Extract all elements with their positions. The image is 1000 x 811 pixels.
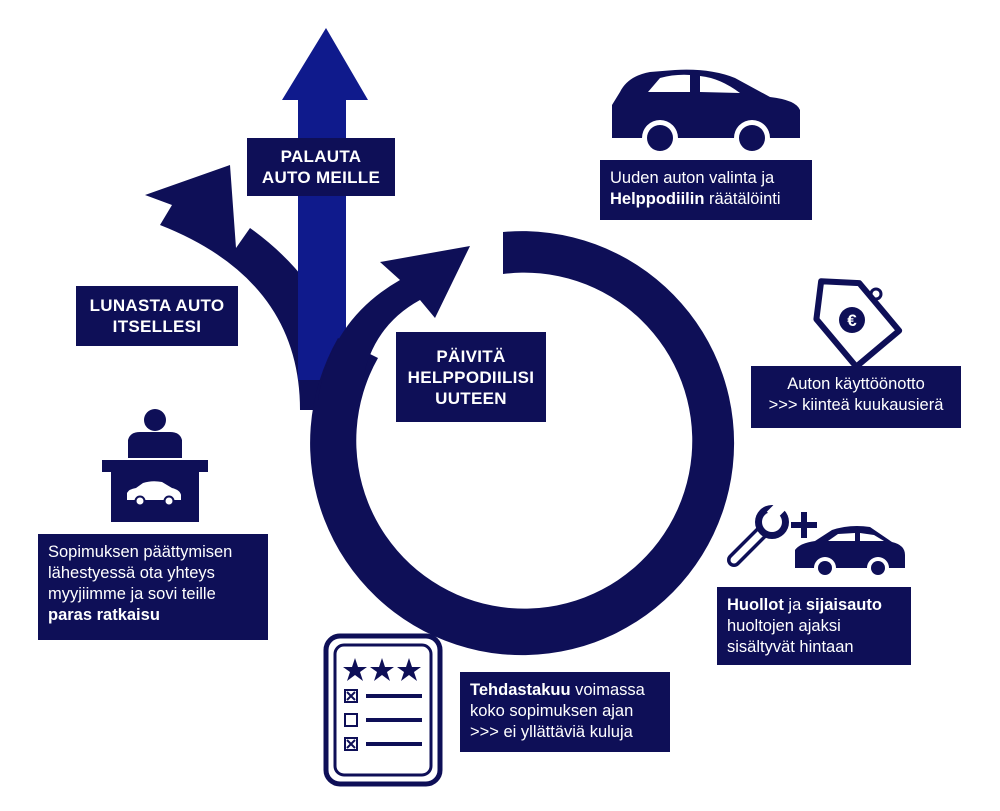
new-car-line2-rest: räätälöinti xyxy=(704,190,781,208)
service-line2: huoltojen ajaksi xyxy=(727,617,841,635)
plus-icon xyxy=(791,512,817,538)
contract-end-info: Sopimuksen päättymisen lähestyessä ota y… xyxy=(38,534,268,640)
service-bold1: Huollot xyxy=(727,596,784,614)
return-car-line1: PALAUTA xyxy=(280,147,362,166)
service-line1: Huollot ja sijaisauto xyxy=(727,595,901,616)
deployment-info: Auton käyttöönotto >>> kiinteä kuukausie… xyxy=(751,366,961,428)
up-arrow xyxy=(282,28,368,380)
service-bold2: sijaisauto xyxy=(805,596,882,614)
warranty-info: Tehdastakuu voimassa koko sopimuksen aja… xyxy=(460,672,670,752)
salesperson-desk-icon xyxy=(102,409,208,522)
service-info: Huollot ja sijaisauto huoltojen ajaksi s… xyxy=(717,587,911,665)
upgrade-deal-label: PÄIVITÄ HELPPODIILISI UUTEEN xyxy=(396,332,546,422)
car-icon xyxy=(612,69,800,156)
service-mid: ja xyxy=(783,596,806,614)
redeem-car-label: LUNASTA AUTO ITSELLESI xyxy=(76,286,238,346)
warranty-bold: Tehdastakuu xyxy=(470,681,571,699)
warranty-line1-rest: voimassa xyxy=(570,681,645,699)
redeem-car-line2: ITSELLESI xyxy=(112,317,202,336)
return-car-label: PALAUTA AUTO MEILLE xyxy=(247,138,395,196)
checklist-rating-icon xyxy=(323,633,443,787)
upgrade-deal-line2: HELPPODIILISI xyxy=(407,367,535,387)
wrench-icon xyxy=(727,501,789,567)
new-car-bold: Helppodiilin xyxy=(610,190,705,208)
service-car-icon xyxy=(795,526,905,579)
contract-end-line2: lähestyessä ota yhteys xyxy=(48,564,215,582)
redeem-car-line1: LUNASTA AUTO xyxy=(89,296,225,315)
upgrade-deal-line1: PÄIVITÄ xyxy=(436,346,506,366)
contract-end-line1: Sopimuksen päättymisen xyxy=(48,543,233,561)
deployment-line2: >>> kiinteä kuukausierä xyxy=(768,396,944,414)
left-arrow xyxy=(145,165,347,410)
star-icons xyxy=(343,658,421,681)
new-car-line2: Helppodiilin räätälöinti xyxy=(610,189,802,210)
new-car-info: Uuden auton valinta ja Helppodiilin räät… xyxy=(600,160,812,220)
svg-text:€: € xyxy=(847,311,857,330)
cycle-ring xyxy=(310,231,735,656)
contract-end-bold: paras ratkaisu xyxy=(48,606,160,624)
upgrade-deal-line3: UUTEEN xyxy=(435,388,507,408)
warranty-line1: Tehdastakuu voimassa xyxy=(470,680,660,701)
new-car-line1: Uuden auton valinta ja xyxy=(610,169,775,187)
contract-end-line4: paras ratkaisu xyxy=(48,605,258,626)
euro-sign-icon: € xyxy=(839,287,883,333)
return-car-line2: AUTO MEILLE xyxy=(261,168,381,187)
service-line3: sisältyvät hintaan xyxy=(727,638,854,656)
warranty-line3: >>> ei yllättäviä kuluja xyxy=(470,723,633,741)
contract-end-line3: myyjiimme ja sovi teille xyxy=(48,585,216,603)
warranty-line2: koko sopimuksen ajan xyxy=(470,702,634,720)
deployment-line1: Auton käyttöönotto xyxy=(787,375,925,393)
